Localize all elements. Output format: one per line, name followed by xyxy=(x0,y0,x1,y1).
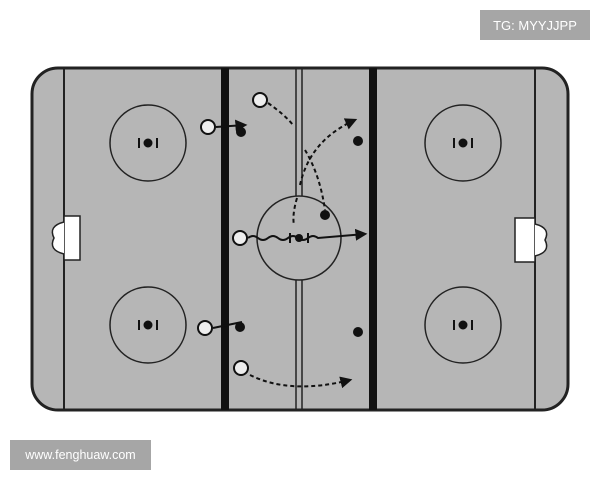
player-dot xyxy=(353,136,363,146)
blue-line-right xyxy=(369,68,377,410)
player-dot xyxy=(236,127,246,137)
attacking-players xyxy=(197,92,268,376)
player-marker xyxy=(197,320,213,336)
player-dot xyxy=(235,322,245,332)
watermark-website: www.fenghuaw.com xyxy=(10,440,151,470)
blue-line-left xyxy=(221,68,229,410)
player-dot xyxy=(320,210,330,220)
defending-players xyxy=(235,127,363,337)
goal-left xyxy=(51,215,81,261)
player-marker xyxy=(252,92,268,108)
watermark-telegram: TG: MYYJJPP xyxy=(480,10,590,40)
faceoff-circles xyxy=(109,104,502,364)
player-dot xyxy=(353,327,363,337)
faceoff-dots xyxy=(138,138,473,330)
player-marker xyxy=(233,360,249,376)
player-marker xyxy=(232,230,248,246)
player-marker xyxy=(200,119,216,135)
goal-right xyxy=(514,217,548,263)
